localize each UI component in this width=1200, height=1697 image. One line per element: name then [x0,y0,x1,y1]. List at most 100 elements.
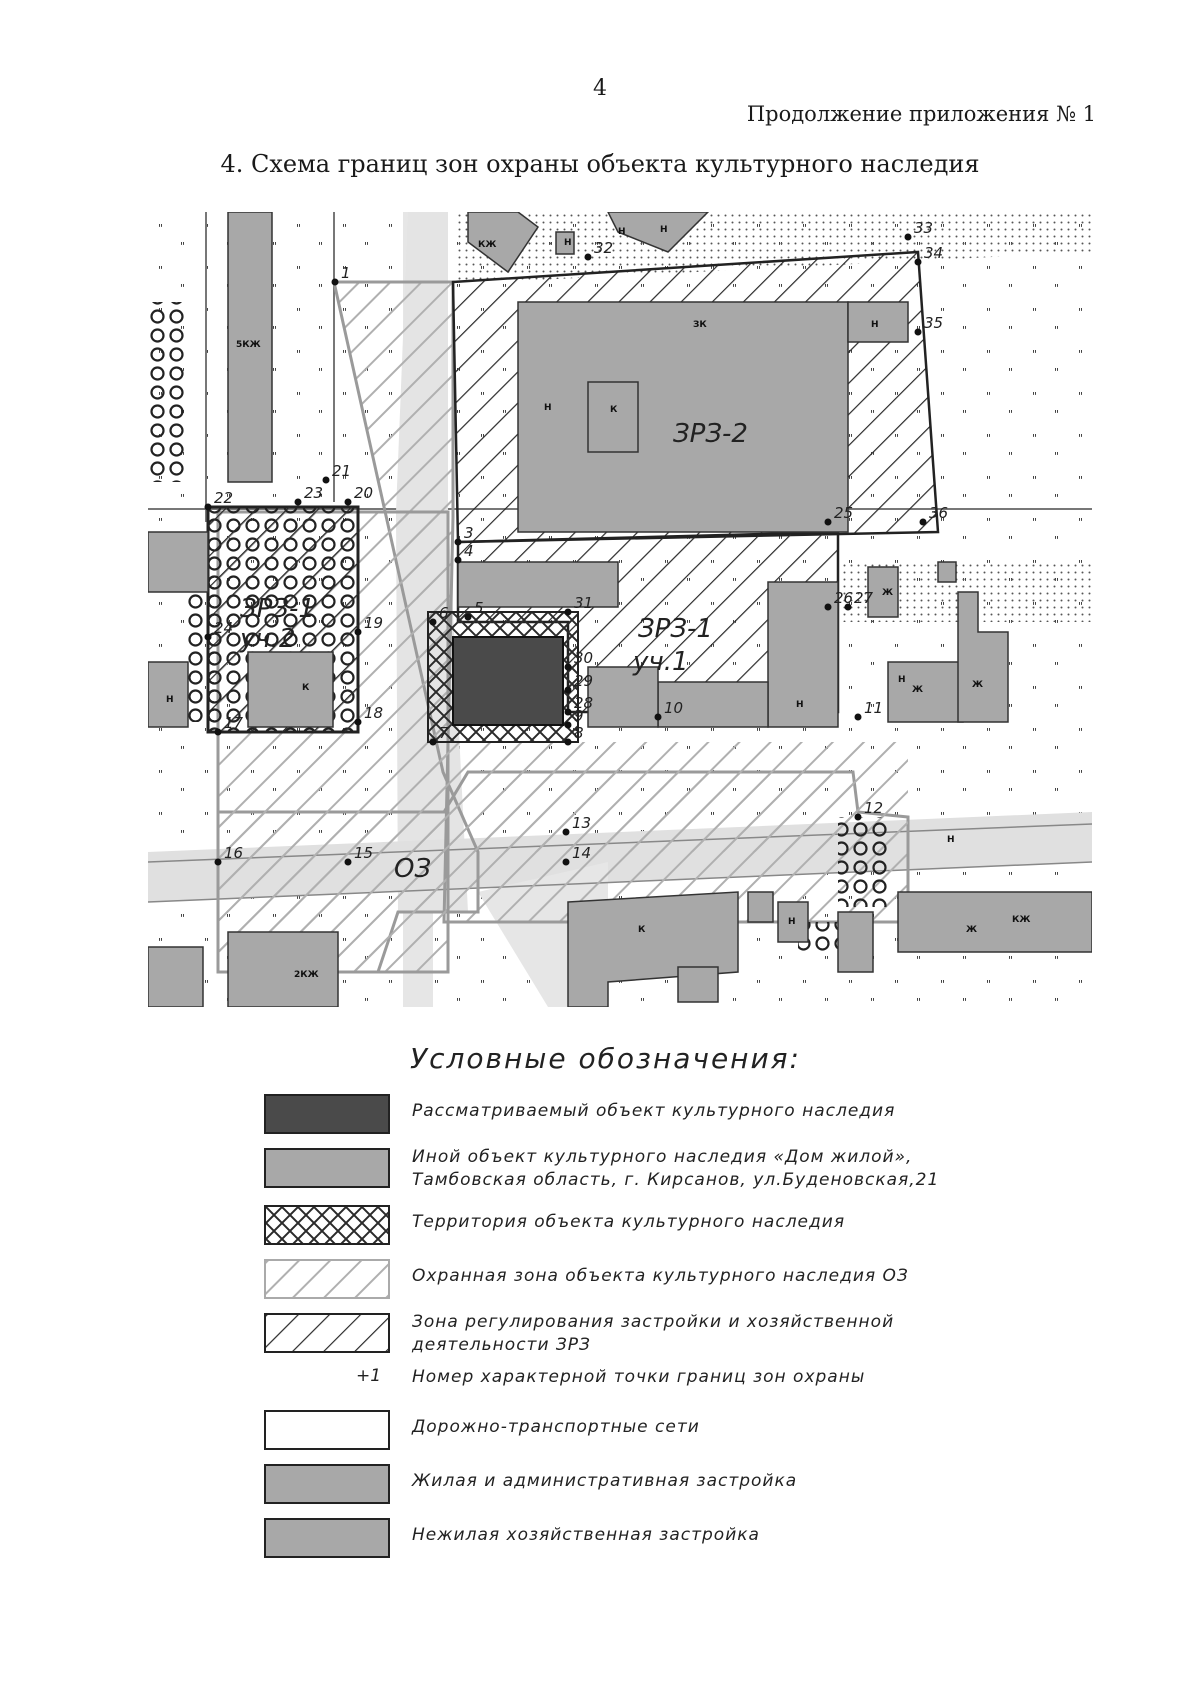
boundary-point: 16 [214,844,243,866]
legend-text: Охранная зона объекта культурного наслед… [412,1266,909,1286]
swatch-dark-fill [264,1094,390,1134]
swatch-cross-hatch [264,1205,390,1245]
boundary-point-marker [344,498,352,506]
boundary-point-marker [584,253,592,261]
boundary-point-number: 30 [574,649,593,667]
boundary-point: 3 [454,524,474,546]
boundary-point: 29 [564,672,593,694]
boundary-point-marker [914,328,922,336]
swatch-dark-hatch [264,1313,390,1353]
map-svg: " " [148,212,1092,1007]
boundary-point: 26 [824,589,853,611]
building-label: Н [796,700,804,710]
zone-label-oz: ОЗ [394,854,431,884]
boundary-point-number: 23 [304,484,323,502]
boundary-point-marker [344,858,352,866]
boundary-point-marker [562,858,570,866]
zone-label-zrz1-part2: ЗРЗ-1 [240,594,315,624]
boundary-point-number: 7 [439,724,449,742]
boundary-point: 4 [454,542,474,564]
swatch-gray-fill [264,1518,390,1558]
boundary-point-marker [564,708,572,716]
building-label: Н [898,675,906,685]
boundary-point: 5 [464,599,484,621]
boundary-point-number: 27 [854,589,874,607]
boundary-point: 10 [654,699,683,721]
building-label: Ж [882,588,893,598]
boundary-point-number: 16 [224,844,243,862]
building-label: 2КЖ [294,970,319,980]
boundary-point-number: 12 [864,799,883,817]
building-label: К [610,405,618,415]
boundary-point-number: 34 [924,244,943,262]
boundary-point-number: 4 [464,542,474,560]
boundary-point-marker [214,728,222,736]
boundary-point-number: 20 [354,484,373,502]
legend-text: Номер характерной точки границ зон охран… [412,1367,866,1387]
boundary-point: 19 [354,614,383,636]
boundary-point-marker [354,628,362,636]
boundary-point-marker [454,556,462,564]
boundary-point-number: 11 [864,699,883,717]
boundary-point: 35 [914,314,943,336]
boundary-point-number: 10 [664,699,683,717]
building-label: 5КЖ [236,340,261,350]
boundary-point: 36 [919,504,948,526]
boundary-point-marker [464,613,472,621]
boundary-point-marker [429,618,437,626]
scheme-title: 4. Схема границ зон охраны объекта культ… [220,150,980,178]
boundary-point: 14 [562,844,591,866]
zone-label-part1: уч.1 [632,647,689,677]
boundary-point-number: 29 [574,672,593,690]
boundary-point-number: 14 [572,844,591,862]
appendix-note: Продолжение приложения № 1 [746,102,1096,126]
boundary-point-marker [564,721,572,729]
building-label: К [638,925,646,935]
boundary-point-number: 22 [214,489,233,507]
legend-text: Зона регулирования застройки и хозяйстве… [412,1312,895,1355]
boundary-point-number: 17 [224,714,244,732]
boundary-point: 7 [429,724,449,746]
boundary-point-marker [214,858,222,866]
boundary-point-number: 32 [594,239,613,257]
boundary-point: 22 [204,489,233,511]
boundary-point-marker [854,713,862,721]
boundary-point-number: 18 [364,704,383,722]
boundary-point-number: 26 [834,589,853,607]
boundary-point-marker [854,813,862,821]
boundary-point-number: 21 [332,462,351,480]
boundary-point-marker [294,498,302,506]
boundary-point: 18 [354,704,383,726]
boundary-point: 15 [344,844,373,866]
boundary-point-number: 25 [834,504,853,522]
boundary-point-number: 13 [572,814,591,832]
building-label: Н [166,695,174,705]
boundary-point-number: 3 [464,524,474,542]
boundary-point-number: 6 [439,604,449,622]
legend-text: Жилая и административная застройка [412,1471,798,1491]
boundary-point: 9 [564,707,584,729]
legend-text: Иной объект культурного наследия «Дом жи… [412,1147,940,1190]
boundary-point: 34 [914,244,943,266]
boundary-point-marker [564,686,572,694]
page-number: 4 [593,76,607,101]
boundary-point-number: 35 [924,314,943,332]
building-label: Н [660,225,668,235]
legend-title: Условные обозначения: [410,1042,801,1075]
boundary-point-marker [204,503,212,511]
boundary-point-marker [564,608,572,616]
legend-text: Территория объекта культурного наследия [412,1212,846,1232]
legend-text: Дорожно-транспортные сети [412,1417,700,1437]
boundary-point-marker [204,633,212,641]
point-marker-icon: +1 [356,1366,382,1386]
protection-zones-map: " " [148,212,1092,1007]
swatch-white-fill [264,1410,390,1450]
boundary-point-number: 28 [574,694,593,712]
building-label: Н [564,238,572,248]
boundary-point-number: 8 [574,724,584,742]
boundary-point-marker [919,518,927,526]
boundary-point-number: 15 [354,844,373,862]
boundary-point-number: 24 [214,619,233,637]
boundary-point: 6 [429,604,449,626]
